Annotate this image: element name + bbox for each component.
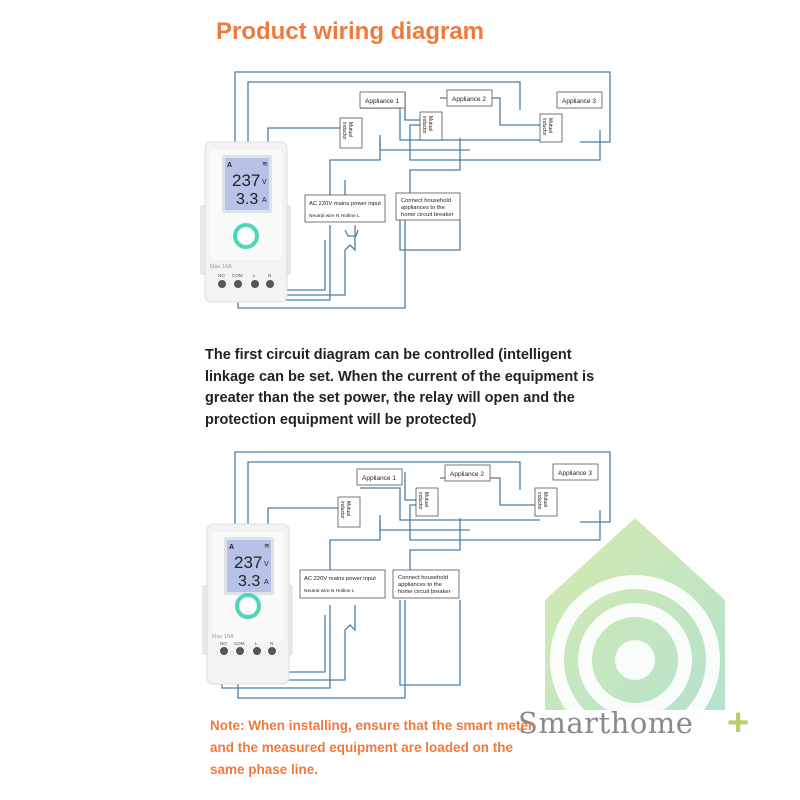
connect-label: home circuit breaker	[398, 589, 451, 595]
appliance-label: Appliance 3	[558, 470, 592, 477]
wire-labels: Neutral wire N Hotline L	[309, 213, 360, 219]
terminal-label: N	[270, 641, 273, 646]
terminal-label: N	[268, 273, 271, 278]
inductor-label: Mutual	[347, 122, 353, 137]
inductor-label: Mutual	[423, 492, 429, 507]
max-current-label: Max 16A	[210, 264, 232, 270]
wifi-icon: ≋	[264, 543, 270, 550]
page-title: Product wiring diagram	[215, 18, 485, 45]
connect-label: Connect household	[398, 575, 448, 581]
terminal-screw-icon	[253, 647, 261, 655]
status-ring-icon	[235, 593, 261, 619]
watermark-plus: +	[727, 702, 750, 744]
terminal-screw-icon	[220, 647, 228, 655]
meter-voltage: 237	[234, 553, 262, 572]
connect-label: appliances to the	[401, 205, 445, 211]
terminal-label: NO	[220, 641, 227, 646]
meter-mode: A	[227, 162, 232, 169]
status-ring-icon	[233, 223, 259, 249]
terminal-screw-icon	[234, 280, 242, 288]
inductor-label: Mutual	[542, 492, 548, 507]
inductor-label: Mutual	[345, 501, 351, 516]
wiring-diagram-1: Appliance 1 Appliance 2 Appliance 3 Mutu…	[200, 71, 611, 309]
meter-voltage-unit: V	[264, 561, 269, 568]
terminal-label: L	[253, 273, 256, 278]
terminal-label: NO	[218, 273, 225, 278]
appliance-label: Appliance 2	[450, 471, 484, 478]
connect-label: appliances to the	[398, 582, 442, 588]
terminal-screw-icon	[236, 647, 244, 655]
meter-current-unit: A	[262, 197, 267, 204]
smart-meter-device: A ≋ 237 V 3.3 A Max 16A NO COM L N	[202, 523, 293, 685]
smart-meter-device: A ≋ 237 V 3.3 A Max 16A NO COM L N	[200, 141, 291, 303]
meter-current: 3.3	[236, 191, 258, 208]
max-current-label: Max 16A	[212, 634, 234, 640]
wire-labels: Neutral wire N Hotline L	[304, 588, 355, 594]
appliance-label: Appliance 1	[365, 98, 399, 105]
meter-current-unit: A	[264, 579, 269, 586]
meter-mode: A	[229, 544, 234, 551]
terminal-label: COM	[234, 641, 245, 646]
inductor-label: Mutual	[427, 116, 433, 131]
terminal-label: L	[255, 641, 258, 646]
terminal-screw-icon	[218, 280, 226, 288]
connect-label: Connect household	[401, 198, 451, 204]
terminal-screw-icon	[266, 280, 274, 288]
appliance-label: Appliance 2	[452, 96, 486, 103]
wifi-icon: ≋	[262, 161, 268, 168]
description-text: The first circuit diagram can be control…	[205, 347, 595, 428]
install-note: Note: When installing, ensure that the s…	[210, 718, 534, 777]
meter-voltage-unit: V	[262, 179, 267, 186]
inductor-label: inductor	[417, 492, 423, 510]
appliance-label: Appliance 3	[562, 98, 596, 105]
inductor-label: inductor	[536, 492, 542, 510]
wiring-diagram-2: Appliance 1 Appliance 2 Appliance 3 Mutu…	[202, 451, 611, 699]
terminal-screw-icon	[268, 647, 276, 655]
inductor-label: Mutual	[547, 118, 553, 133]
power-input-label: AC 220V mains power input	[304, 576, 376, 582]
terminal-screw-icon	[251, 280, 259, 288]
appliance-label: Appliance 1	[362, 475, 396, 482]
inductor-label: inductor	[421, 116, 427, 134]
connect-label: home circuit breaker	[401, 212, 454, 218]
inductor-label: inductor	[339, 501, 345, 519]
watermark-text: Smarthome	[518, 706, 694, 740]
inductor-label: inductor	[541, 118, 547, 136]
smarthome-logo-icon	[545, 518, 725, 745]
inductor-label: inductor	[341, 122, 347, 140]
meter-current: 3.3	[238, 573, 260, 590]
meter-voltage: 237	[232, 171, 260, 190]
terminal-label: COM	[232, 273, 243, 278]
power-input-label: AC 220V mains power input	[309, 201, 381, 207]
